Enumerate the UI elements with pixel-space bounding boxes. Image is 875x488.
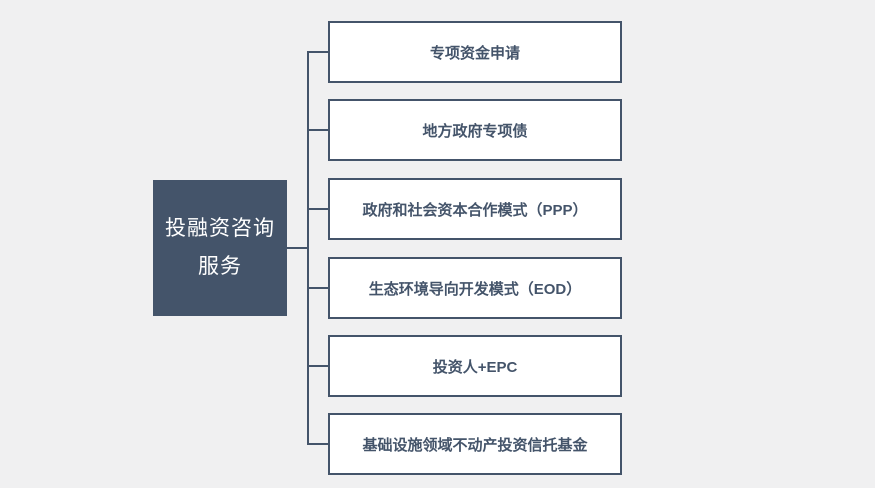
branch-box-local-government-special-bond: 地方政府专项债 — [328, 99, 622, 161]
root-node-label-line1: 投融资咨询 — [165, 217, 275, 240]
branch-box-investor-epc: 投资人+EPC — [328, 335, 622, 397]
branch-box-eod-model: 生态环境导向开发模式（EOD） — [328, 257, 622, 319]
branch-label: 专项资金申请 — [429, 44, 520, 62]
connector-stub-1 — [309, 51, 328, 53]
connector-stub-5 — [309, 365, 328, 367]
branch-box-infrastructure-reits: 基础设施领域不动产投资信托基金 — [328, 413, 622, 475]
connector-stub-6 — [309, 443, 328, 445]
branch-box-special-fund-application: 专项资金申请 — [328, 21, 622, 83]
connector-root-to-trunk — [287, 247, 307, 249]
connector-stub-3 — [309, 208, 328, 210]
branch-label: 地方政府专项债 — [422, 122, 528, 140]
branch-box-ppp-model: 政府和社会资本合作模式（PPP） — [328, 178, 622, 240]
root-node: 投融资咨询 服务 — [153, 180, 287, 316]
branch-label: 投资人+EPC — [432, 358, 518, 376]
connector-stub-4 — [309, 287, 328, 289]
root-node-label-line2: 服务 — [198, 255, 242, 278]
branch-label: 生态环境导向开发模式（EOD） — [368, 280, 582, 298]
branch-label: 政府和社会资本合作模式（PPP） — [362, 201, 588, 219]
connector-stub-2 — [309, 129, 328, 131]
connector-trunk — [307, 51, 309, 445]
branch-label: 基础设施领域不动产投资信托基金 — [362, 436, 588, 454]
